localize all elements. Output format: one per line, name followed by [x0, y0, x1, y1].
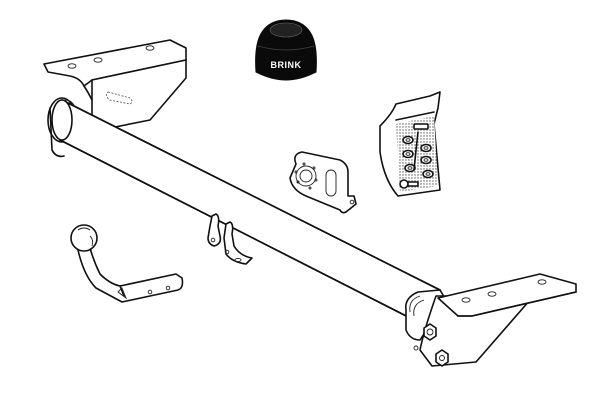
right-mounting-bracket [404, 273, 577, 367]
bolt-hole [93, 57, 103, 63]
left-mounting-bracket [43, 39, 187, 129]
bolt-hole [67, 63, 77, 69]
brand-logo: BRINK [271, 60, 302, 70]
center-mounting-tabs [207, 213, 253, 265]
hex-bolt-icon [423, 323, 437, 341]
bolt-icon [399, 123, 429, 189]
bolt-hole [487, 291, 497, 297]
tow-ball-cover: BRINK [255, 19, 317, 81]
tow-ball [70, 224, 98, 252]
bolt-hole [461, 297, 471, 303]
bolt-hole [537, 279, 547, 285]
hardware-bag [379, 91, 441, 197]
bolt-hole [145, 45, 155, 51]
washer-icon [402, 135, 434, 179]
socket-mounting-plate [289, 151, 357, 214]
hex-nut-icon [413, 345, 449, 367]
tow-ball-neck [70, 224, 184, 303]
